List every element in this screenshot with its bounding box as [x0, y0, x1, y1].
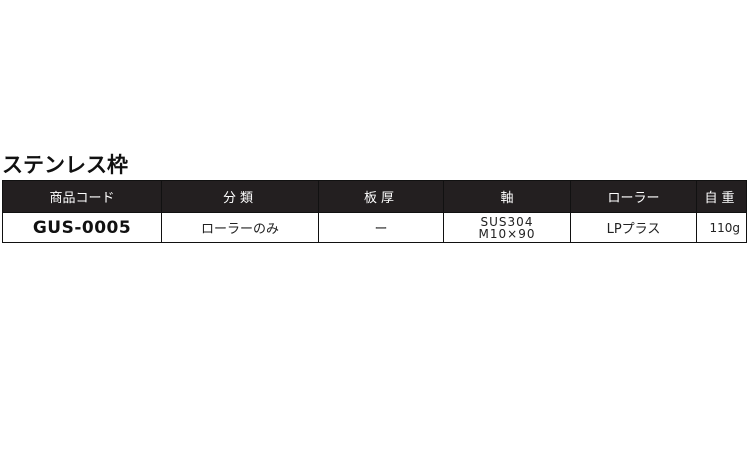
header-axis: 軸: [443, 180, 571, 213]
cell-category: ローラーのみ: [161, 212, 319, 243]
cell-product-code: GUS-0005: [2, 212, 162, 243]
cell-roller: LPプラス: [570, 212, 697, 243]
table-row: GUS-0005 ローラーのみ ー SUS304 M10×90 LPプラス 11…: [2, 212, 747, 243]
cell-axis-size: M10×90: [478, 226, 536, 241]
cell-axis: SUS304 M10×90: [443, 212, 571, 243]
cell-axis-material: SUS304: [480, 214, 534, 229]
cell-thickness: ー: [318, 212, 444, 243]
spec-table: 商品コード 分類 板厚 軸 ローラー 自重 GUS-0005 ローラーのみ ー …: [2, 180, 747, 243]
section-title: ステンレス枠: [2, 153, 128, 177]
header-thickness: 板厚: [318, 180, 444, 213]
header-product-code: 商品コード: [2, 180, 162, 213]
header-roller: ローラー: [570, 180, 697, 213]
header-category: 分類: [161, 180, 319, 213]
header-weight: 自重: [696, 180, 747, 213]
table-header-row: 商品コード 分類 板厚 軸 ローラー 自重: [2, 180, 747, 213]
cell-weight: 110g: [696, 212, 747, 243]
